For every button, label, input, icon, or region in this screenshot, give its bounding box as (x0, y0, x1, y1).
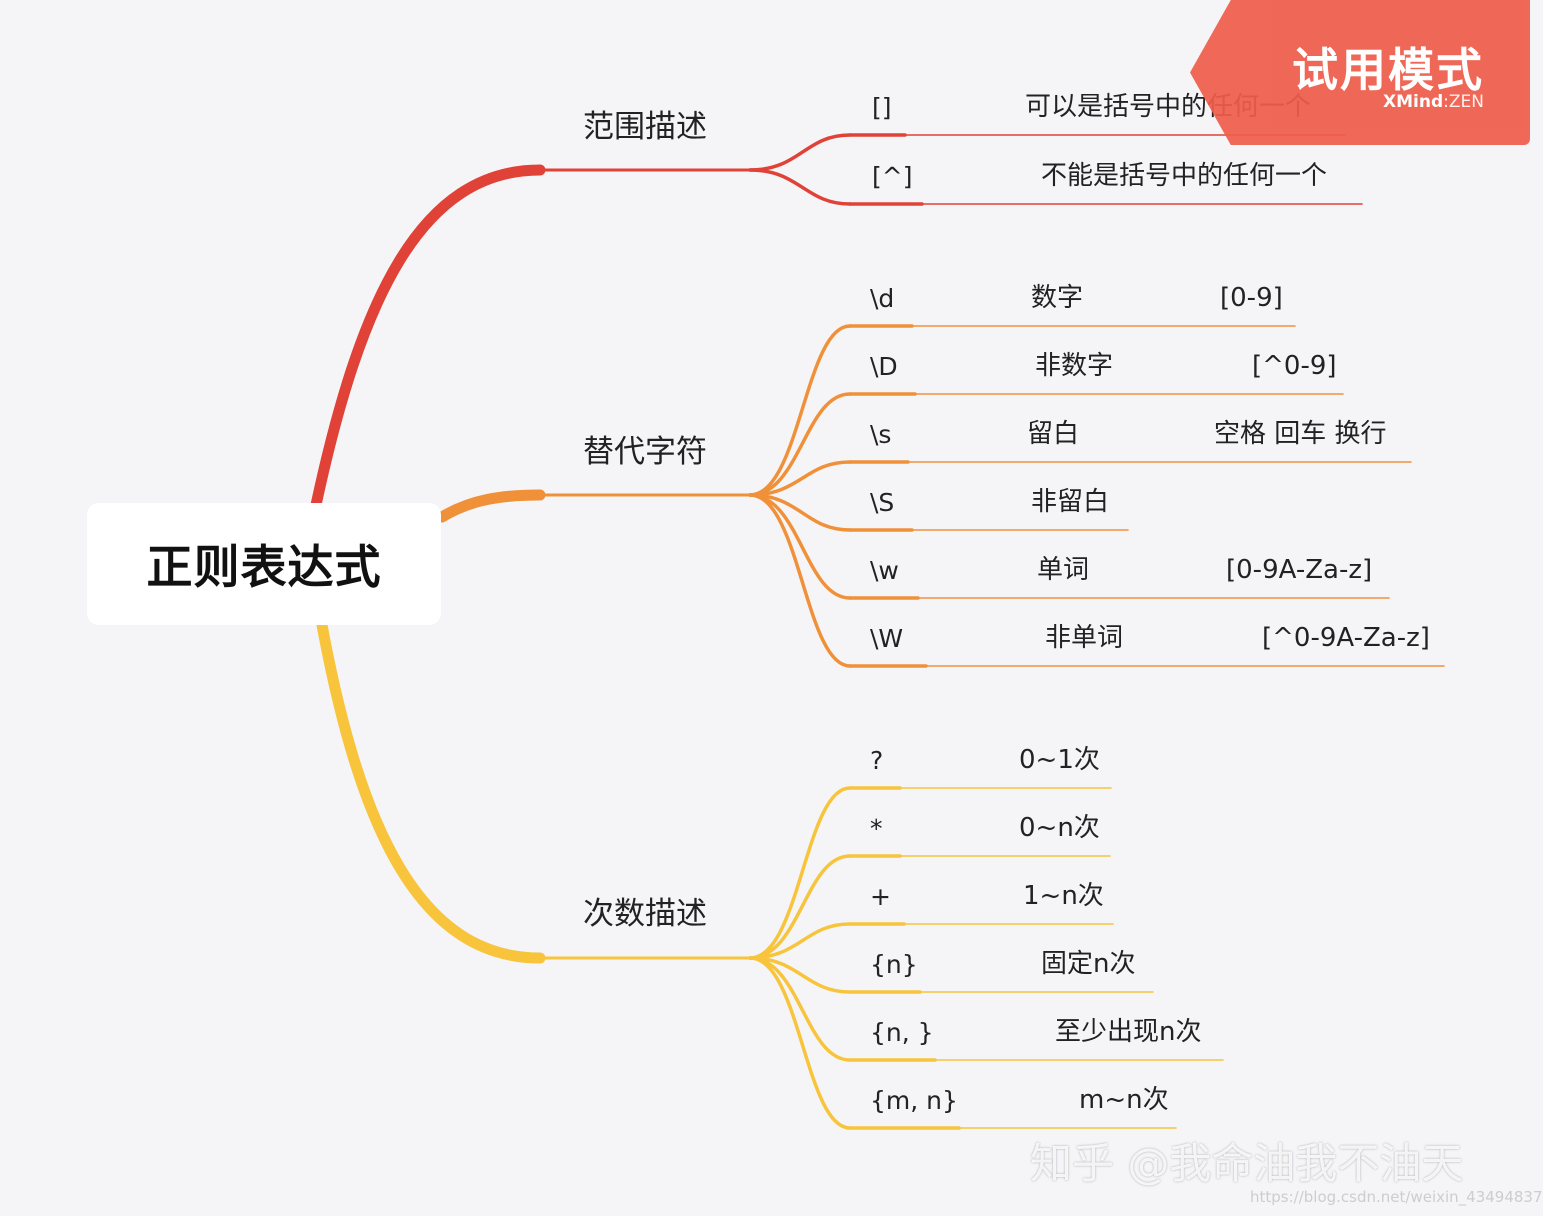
child-connector-3-1 (748, 786, 852, 960)
child-extra-label[interactable]: [^0-9] (1252, 351, 1337, 381)
brand-name: XMind (1383, 92, 1444, 112)
child-value-label[interactable]: 数字 (1031, 283, 1084, 313)
branch-connector-2 (436, 489, 546, 523)
child-value-label[interactable]: 单词 (1037, 555, 1090, 585)
child-connector-2-2 (748, 392, 852, 497)
root-topic-label: 正则表达式 (146, 540, 382, 594)
zhihu-watermark: 知乎 @我命油我不油天 (1030, 1139, 1464, 1188)
child-connector-2-6 (748, 493, 852, 668)
child-key-label[interactable]: ? (870, 746, 884, 775)
child-key-label[interactable]: {m, n} (870, 1086, 958, 1115)
child-value-label[interactable]: 留白 (1027, 419, 1080, 449)
child-key-label[interactable]: \s (870, 420, 892, 449)
child-connector-3-6 (748, 956, 852, 1130)
child-connector-2-4 (748, 493, 852, 532)
child-connector-2-1 (748, 324, 852, 497)
child-key-label[interactable]: \d (870, 284, 895, 313)
child-value-label[interactable]: 非数字 (1035, 351, 1114, 381)
child-key-label[interactable]: {n, } (870, 1018, 934, 1047)
child-key-label[interactable]: \D (870, 352, 898, 381)
child-value-label[interactable]: 非留白 (1031, 487, 1110, 517)
child-connector-3-3 (748, 922, 852, 960)
child-connector-2-5 (748, 493, 852, 600)
child-value-label[interactable]: m~n次 (1079, 1085, 1169, 1115)
trial-mode-title: 试用模式 (1292, 43, 1484, 97)
brand-separator: : (1443, 92, 1449, 112)
child-value-label[interactable]: 不能是括号中的任何一个 (1041, 161, 1328, 191)
root-topic[interactable]: 正则表达式 (87, 503, 441, 625)
child-connector-1-1 (748, 133, 852, 172)
child-key-label[interactable]: * (870, 814, 883, 843)
child-key-label[interactable]: \w (870, 556, 899, 585)
child-value-label[interactable]: 固定n次 (1041, 949, 1136, 979)
xmind-brand: XMind:ZEN (1383, 92, 1484, 112)
csdn-url-watermark: https://blog.csdn.net/weixin_43494837 (1250, 1188, 1543, 1206)
child-key-label[interactable]: \S (870, 488, 895, 517)
child-extra-label[interactable]: [^0-9A-Za-z] (1262, 623, 1430, 653)
child-value-label[interactable]: 非单词 (1045, 623, 1124, 653)
child-value-label[interactable]: 0~1次 (1019, 745, 1100, 775)
child-connector-1-2 (748, 168, 852, 206)
child-extra-label[interactable]: [0-9] (1220, 283, 1283, 313)
child-connector-3-5 (748, 956, 852, 1062)
child-key-label[interactable]: \W (870, 624, 904, 653)
branch-connector-3 (316, 619, 546, 964)
child-value-label[interactable]: 至少出现n次 (1055, 1017, 1202, 1047)
child-connector-2-3 (748, 460, 852, 497)
child-key-label[interactable]: {n} (870, 950, 918, 979)
trial-mode-badge: 试用模式 XMind:ZEN (1190, 0, 1530, 145)
child-value-label[interactable]: 1~n次 (1023, 881, 1104, 911)
branch-topic-1[interactable]: 范围描述 (583, 109, 707, 145)
child-extra-label[interactable]: [0-9A-Za-z] (1226, 555, 1373, 585)
branch-connector-1 (310, 164, 546, 511)
child-extra-label[interactable]: 空格 回车 换行 (1214, 419, 1387, 449)
brand-edition: ZEN (1448, 92, 1484, 112)
child-connector-3-2 (748, 854, 852, 960)
branch-topic-2[interactable]: 替代字符 (583, 434, 707, 470)
child-key-label[interactable]: + (870, 882, 891, 911)
child-value-label[interactable]: 0~n次 (1019, 813, 1100, 843)
child-key-label[interactable]: [^] (872, 162, 913, 191)
child-key-label[interactable]: [] (872, 93, 892, 122)
child-connector-3-4 (748, 956, 852, 994)
branch-topic-3[interactable]: 次数描述 (583, 896, 707, 932)
